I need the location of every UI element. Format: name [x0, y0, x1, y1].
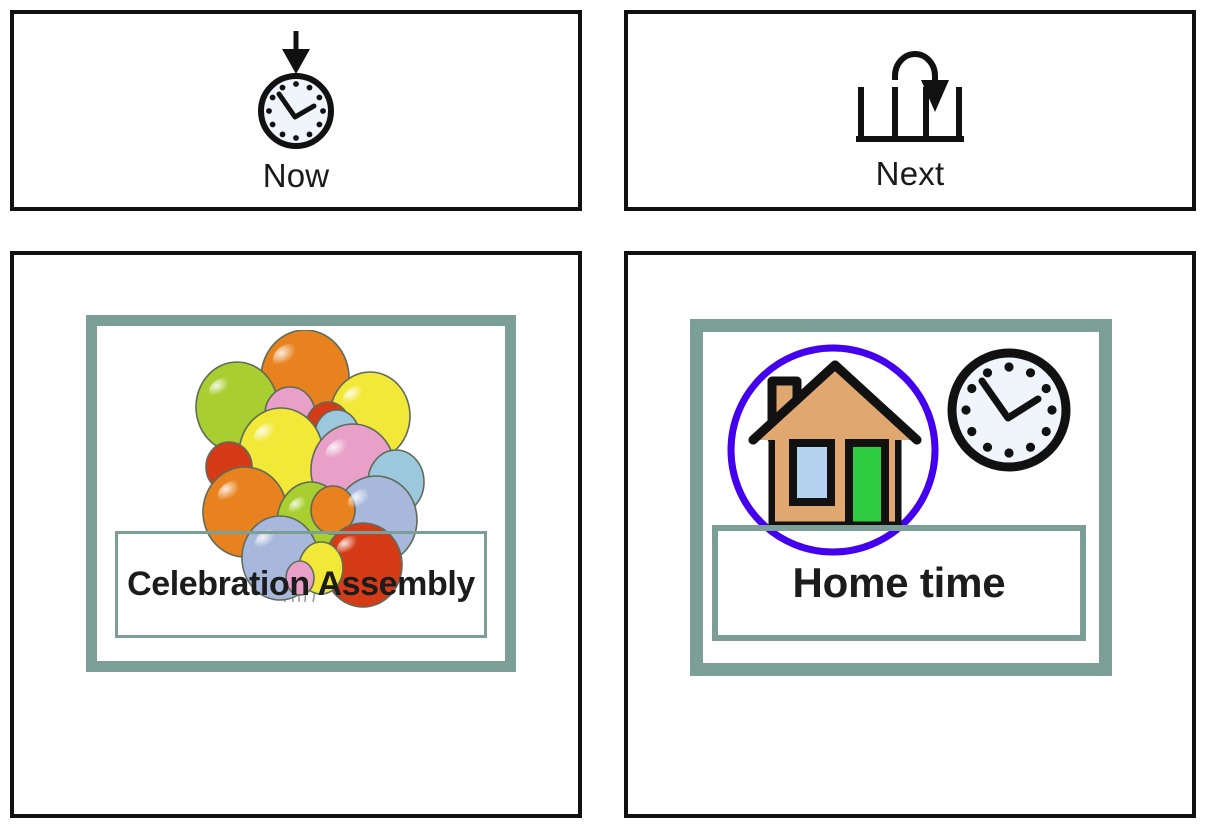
clock-down-arrow-icon [248, 28, 344, 157]
now-caption-box: Celebration Assembly [115, 531, 487, 638]
now-header-stack: Now [14, 28, 578, 194]
now-caption-text: Celebration Assembly [127, 564, 475, 603]
next-activity-panel[interactable]: Home time [624, 251, 1196, 818]
now-header-label: Now [262, 157, 330, 194]
next-activity-card[interactable]: Home time [690, 319, 1112, 676]
next-card-inner: Home time [703, 332, 1099, 663]
next-header-stack: Next [628, 28, 1192, 192]
next-caption-text: Home time [792, 558, 1006, 606]
now-header-panel[interactable]: Now [10, 10, 582, 211]
next-header-label: Next [875, 155, 945, 192]
house-and-clock-image [717, 340, 1089, 562]
next-caption-box: Home time [712, 525, 1086, 641]
next-step-arrow-icon [845, 28, 975, 155]
now-activity-panel[interactable]: Celebration Assembly [10, 251, 582, 818]
now-card-inner: Celebration Assembly [97, 326, 505, 661]
next-header-panel[interactable]: Next [624, 10, 1196, 211]
now-activity-card[interactable]: Celebration Assembly [86, 315, 516, 672]
balloon-bunch-image [177, 329, 425, 612]
